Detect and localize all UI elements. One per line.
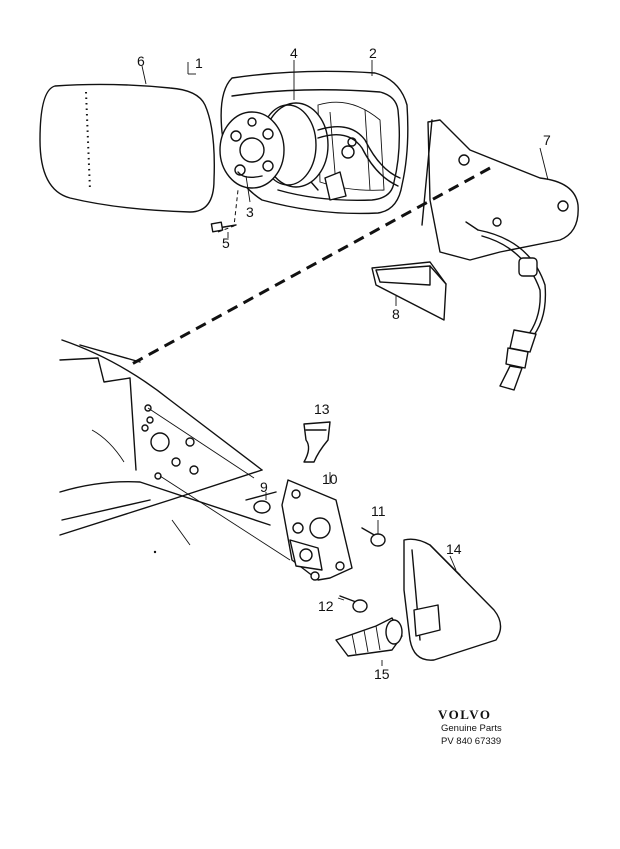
screw-part-5: [210, 221, 237, 233]
spring-clip-part: [303, 421, 331, 463]
mirror-motor-part: [219, 102, 401, 189]
mounting-bracket-part: [421, 119, 579, 391]
callout-15: 15: [374, 666, 390, 682]
assembly-dashed-line: [217, 189, 239, 233]
callout-1: 1: [195, 55, 203, 71]
callout-4: 4: [290, 45, 298, 61]
callout-8: 8: [392, 306, 400, 322]
brand-tagline: Genuine Parts: [441, 723, 502, 734]
callout-13: 13: [314, 401, 330, 417]
callout-10: 10: [322, 471, 338, 487]
diagram-code: PV 840 67339: [441, 736, 501, 747]
door-panel: [59, 339, 291, 561]
grommet-part: [335, 617, 403, 657]
callout-14: 14: [446, 541, 462, 557]
callout-11: 11: [371, 503, 386, 519]
screw-part-11: [361, 527, 386, 547]
brand-logo: VOLVO: [438, 707, 491, 722]
mirror-glass-part: [39, 83, 215, 213]
screw-part-12: [339, 595, 368, 613]
mounting-plate-part: [281, 479, 353, 581]
callout-3: 3: [246, 204, 254, 220]
clip-ring-part: [237, 171, 263, 179]
callout-labels: 6 1 4 2 7 3 5 8 13 10 9 11 14 12 15: [137, 45, 551, 682]
inner-trim-cover-part: [403, 538, 502, 661]
callout-leaders: [141, 60, 549, 666]
callout-5: 5: [222, 235, 230, 251]
callout-9: 9: [260, 479, 268, 495]
callout-2: 2: [369, 45, 377, 61]
bolt-part-9: [245, 491, 277, 514]
callout-12: 12: [318, 598, 334, 614]
callout-7: 7: [543, 132, 551, 148]
callout-6: 6: [137, 53, 145, 69]
brand-block: VOLVO Genuine Parts PV 840 67339: [438, 707, 502, 747]
cover-part: [371, 261, 447, 321]
leader-dashed-line: [129, 166, 491, 367]
